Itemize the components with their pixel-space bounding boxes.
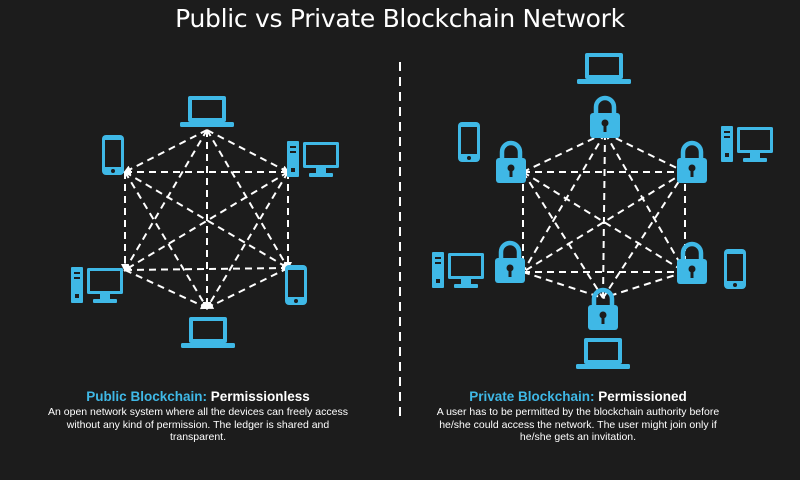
private-heading-plain: Permissioned: [598, 389, 687, 404]
private-caption: Private Blockchain: Permissioned A user …: [428, 389, 728, 444]
lock-icon: [588, 290, 618, 330]
desktop-icon: [71, 267, 123, 303]
desktop-icon: [287, 141, 339, 177]
phone-icon: [102, 135, 124, 175]
network-edge: [205, 267, 289, 309]
network-edge: [604, 132, 686, 273]
page-title: Public vs Private Blockchain Network: [175, 4, 625, 33]
network-edge: [522, 271, 604, 299]
network-edge: [124, 269, 209, 310]
lock-icon: [590, 98, 620, 138]
network-edge: [522, 132, 606, 273]
lock-icon: [677, 143, 707, 183]
lock-icon: [496, 143, 526, 183]
network-edge: [522, 171, 686, 273]
network-edge: [604, 132, 686, 173]
network-edge: [205, 171, 289, 310]
network-edge: [123, 171, 289, 272]
network-edge: [522, 171, 604, 299]
network-edge: [206, 129, 290, 173]
network-edge: [602, 132, 606, 299]
private-heading-accent: Private Blockchain:: [469, 389, 595, 404]
laptop-icon: [180, 96, 234, 127]
lock-icon: [677, 244, 707, 284]
network-edge: [206, 129, 290, 270]
public-caption: Public Blockchain: Permissionless An ope…: [48, 389, 348, 444]
private-heading: Private Blockchain: Permissioned: [428, 389, 728, 404]
public-heading-accent: Public Blockchain:: [86, 389, 207, 404]
private-description: A user has to be permitted by the blockc…: [436, 406, 720, 443]
public-heading-plain: Permissionless: [210, 389, 310, 404]
lock-icon: [495, 243, 525, 283]
network-edge: [602, 271, 686, 299]
network-edge: [522, 171, 686, 273]
private-network-edges: [522, 132, 686, 299]
network-edge: [123, 129, 208, 272]
phone-icon: [458, 122, 480, 162]
network-edge: [124, 264, 290, 273]
public-network-edges: [121, 129, 292, 310]
phone-icon: [285, 265, 307, 305]
network-edge: [123, 129, 208, 173]
laptop-icon: [577, 53, 631, 84]
laptop-icon: [576, 338, 630, 369]
desktop-icon: [721, 126, 773, 162]
network-edge: [124, 171, 290, 270]
network-edge: [124, 171, 209, 310]
network-edge: [602, 171, 686, 299]
network-edge: [522, 132, 606, 173]
desktop-icon: [432, 252, 484, 288]
phone-icon: [724, 249, 746, 289]
public-heading: Public Blockchain: Permissionless: [48, 389, 348, 404]
laptop-icon: [181, 317, 235, 348]
public-description: An open network system where all the dev…: [48, 406, 348, 443]
